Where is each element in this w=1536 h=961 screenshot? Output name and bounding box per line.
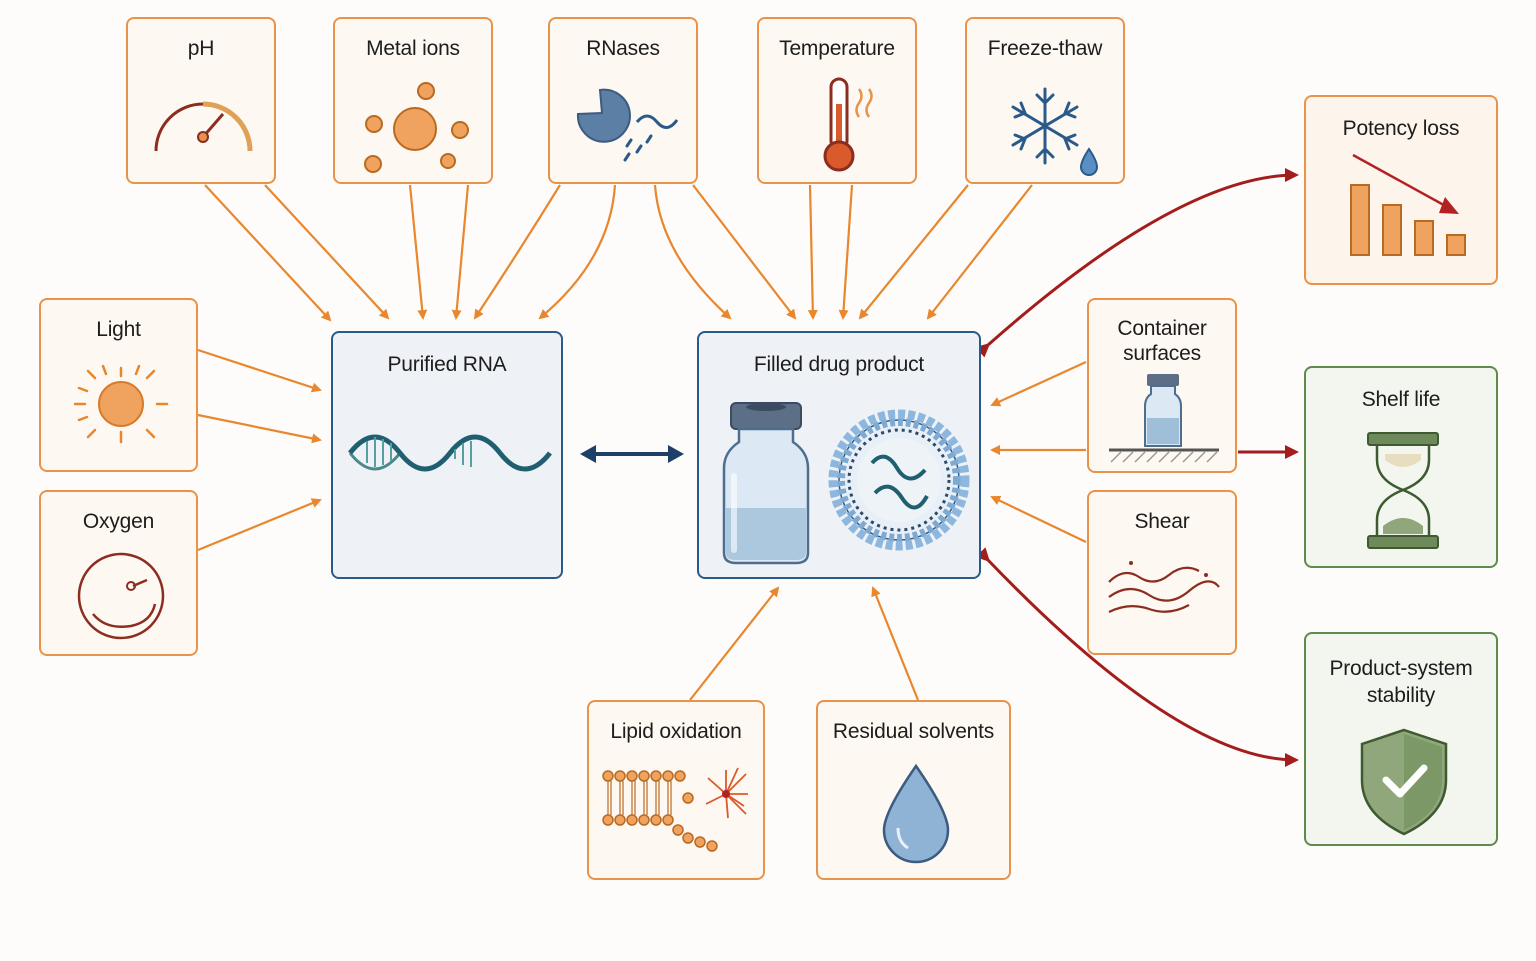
arrow-oxygen-rna	[197, 498, 322, 552]
arrow-metal-rna-2	[451, 184, 470, 320]
factor-temperature-label: Temperature	[779, 37, 895, 60]
potency-loss-label: Potency loss	[1342, 117, 1460, 140]
arrow-lipid-dp	[689, 586, 780, 701]
arrow-stability	[975, 547, 1299, 767]
factor-ph: pH	[126, 17, 276, 184]
factor-shear: Shear	[1087, 490, 1237, 655]
factor-rnases-label: RNases	[586, 37, 660, 60]
arrow-rnase-dp-2	[692, 184, 797, 320]
container-surfaces-label-1: Container	[1117, 317, 1207, 340]
lipid-oxidation-label: Lipid oxidation	[610, 720, 742, 743]
rna-strand-icon	[348, 434, 552, 472]
factor-temperature: Temperature	[757, 17, 917, 184]
droplet-icon	[882, 763, 950, 864]
arrow-ph-rna-2	[264, 184, 390, 320]
factor-freeze-thaw: Freeze-thaw	[965, 17, 1125, 184]
gauge-icon	[154, 101, 253, 152]
center-purified-rna: Purified RNA	[331, 331, 563, 579]
metal-ions-icon	[364, 82, 469, 173]
factor-container-surfaces: Container surfaces	[1087, 298, 1237, 473]
factor-residual-solvents: Residual solvents	[816, 700, 1011, 880]
arrow-rnase-dp	[653, 184, 732, 320]
sun-icon	[73, 364, 169, 444]
product-system-label-1: Product-system	[1329, 657, 1473, 680]
arrow-ph-rna	[204, 184, 332, 322]
vial-icon	[722, 402, 810, 565]
filled-drug-product-label: Filled drug product	[753, 353, 925, 376]
factor-lipid-oxidation: Lipid oxidation	[587, 700, 765, 880]
shield-check-icon	[1360, 728, 1448, 836]
outcome-shelf-life: Shelf life	[1304, 366, 1498, 568]
product-system-label-2: stability	[1366, 684, 1436, 707]
arrow-ft-dp	[858, 184, 969, 320]
arrow-rnase-rna-2	[538, 184, 617, 320]
hourglass-icon	[1367, 432, 1439, 549]
lipid-nanoparticle-icon	[828, 409, 970, 551]
factor-light-label: Light	[96, 318, 141, 341]
center-filled-drug-product: Filled drug product	[697, 331, 981, 579]
lipid-chain-icon	[602, 767, 748, 852]
rnase-icon	[576, 88, 679, 162]
bar-decline-icon	[1350, 153, 1466, 256]
arrow-temp-dp	[807, 184, 818, 320]
factor-shear-label: Shear	[1134, 510, 1190, 533]
shelf-life-label: Shelf life	[1361, 388, 1441, 411]
factor-metal-ions: Metal ions	[333, 17, 493, 184]
container-surfaces-label-2: surfaces	[1123, 342, 1201, 365]
arrow-shear-dp	[990, 495, 1087, 543]
purified-rna-label: Purified RNA	[387, 353, 507, 376]
factor-oxygen-label: Oxygen	[82, 510, 155, 533]
arrow-ft-dp-2	[926, 184, 1033, 320]
factor-metal-ions-label: Metal ions	[366, 37, 460, 60]
arrow-metal-rna	[408, 184, 428, 320]
factor-oxygen: Oxygen	[39, 490, 198, 656]
factor-rnases: RNases	[548, 17, 698, 184]
arrow-rnase-rna	[473, 184, 561, 320]
arrow-potency	[975, 168, 1299, 358]
arrow-solvent-dp	[871, 586, 920, 701]
factor-freeze-thaw-label: Freeze-thaw	[987, 37, 1103, 60]
arrow-temp-dp-2	[838, 184, 854, 320]
oxygen-icon	[77, 552, 165, 640]
residual-solvents-label: Residual solvents	[832, 720, 995, 743]
factor-ph-label: pH	[187, 37, 215, 60]
outcome-potency-loss: Potency loss	[1304, 95, 1498, 285]
arrow-light-rna-2	[197, 413, 322, 444]
shear-waves-icon	[1108, 561, 1220, 613]
snowflake-icon	[1011, 87, 1099, 176]
container-vial-icon	[1109, 374, 1219, 463]
arrow-container-dp	[990, 360, 1087, 407]
arrow-light-rna	[197, 348, 322, 393]
thermometer-icon	[823, 77, 873, 172]
outcome-product-system-stability: Product-system stability	[1304, 632, 1498, 846]
factor-light: Light	[39, 298, 198, 472]
